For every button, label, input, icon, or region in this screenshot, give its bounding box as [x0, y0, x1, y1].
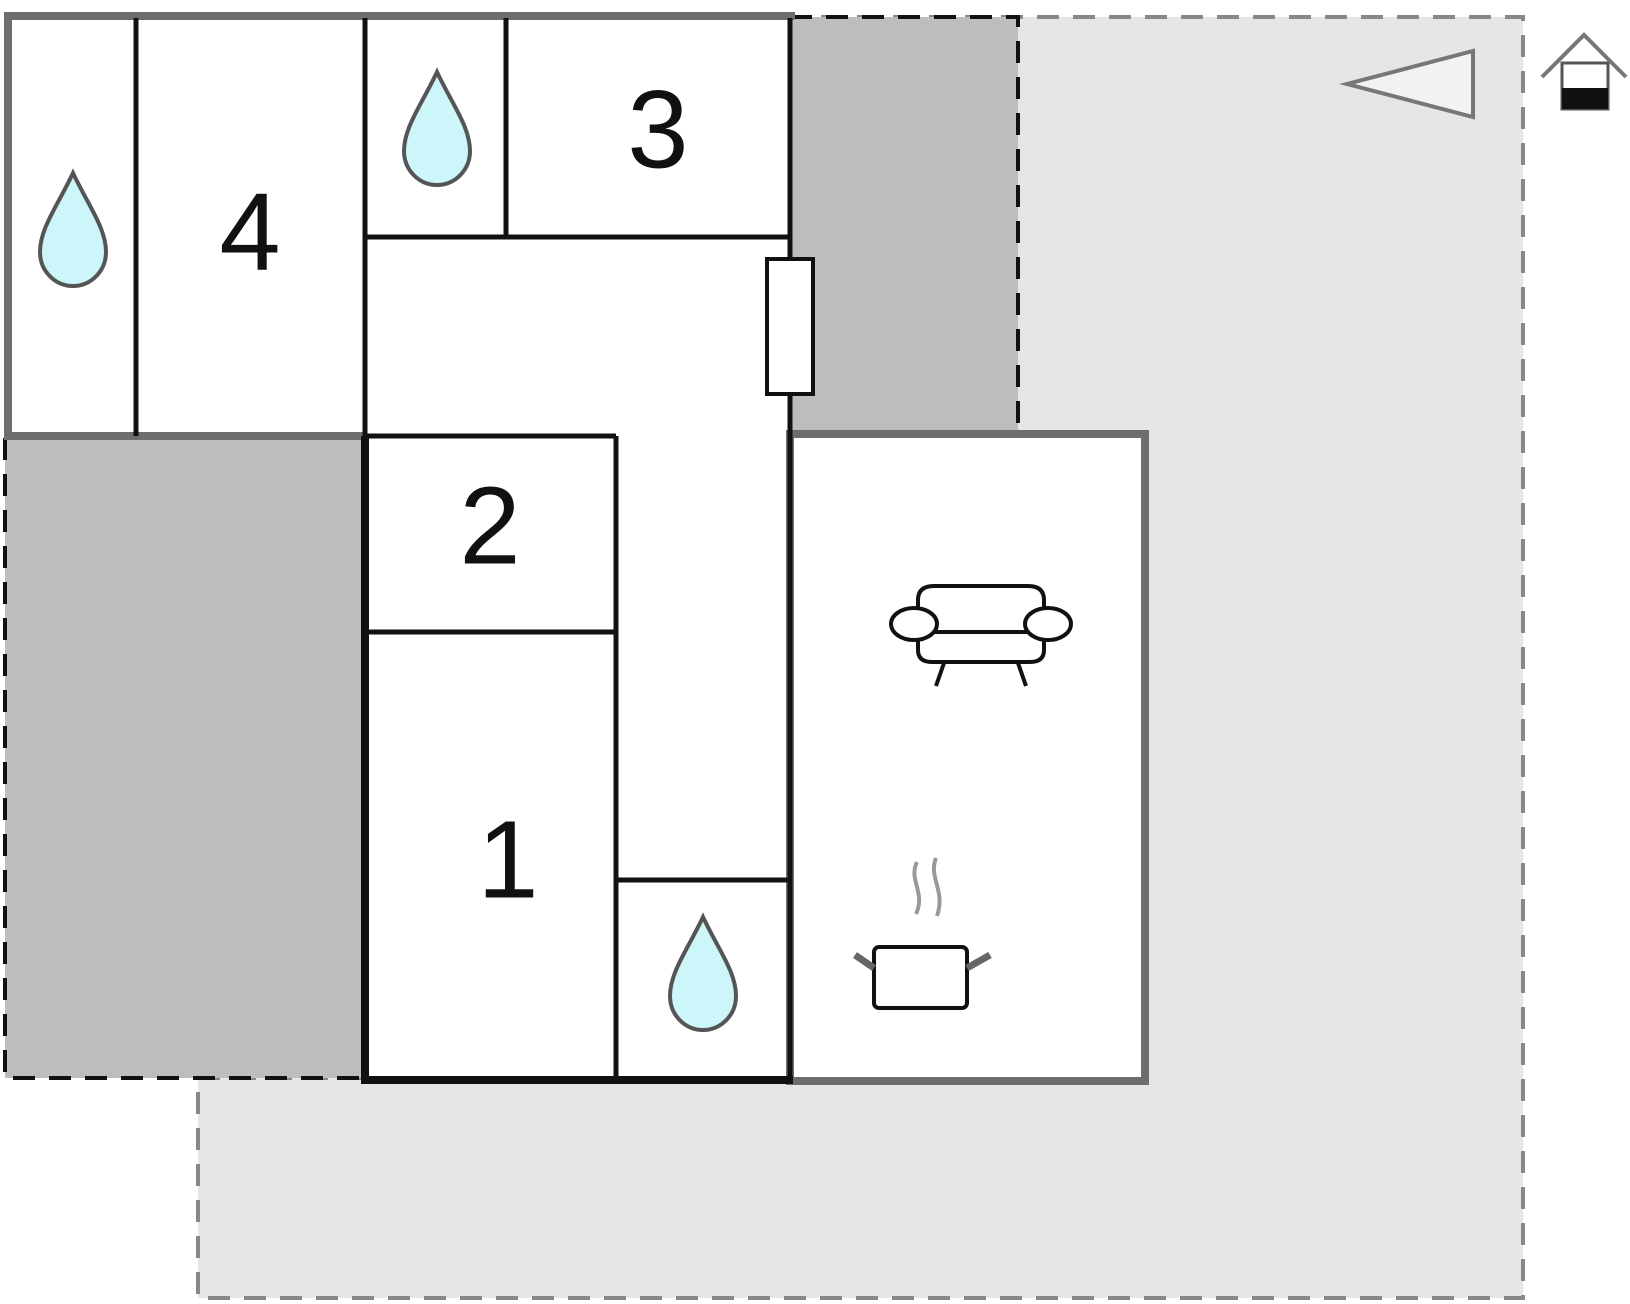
water-drop-icon [37, 168, 109, 289]
outer-wall-lower [361, 436, 793, 1084]
room-label-1: 1 [477, 799, 538, 922]
covered-area-lower-outline [3, 438, 365, 1080]
covered-area-lower [5, 438, 365, 1078]
covered-area-upper [790, 17, 1018, 434]
room-label-2: 2 [459, 465, 520, 588]
sofa-icon [889, 584, 1073, 687]
direction-arrow-icon [1339, 48, 1475, 120]
cooking-pot-icon [853, 857, 992, 1010]
interior-walls [133, 18, 793, 1080]
outer-wall-upper [4, 12, 795, 432]
water-drop-icon [667, 912, 739, 1033]
corridor-door [765, 257, 815, 396]
interior-upper [10, 18, 790, 436]
living-kitchen-room [786, 430, 1149, 1085]
water-drop-icon [401, 67, 473, 188]
house-floor-icon [1540, 32, 1628, 111]
room-label-3: 3 [627, 69, 688, 192]
room-label-4: 4 [219, 171, 280, 294]
covered-area-upper-outline [790, 15, 1020, 434]
